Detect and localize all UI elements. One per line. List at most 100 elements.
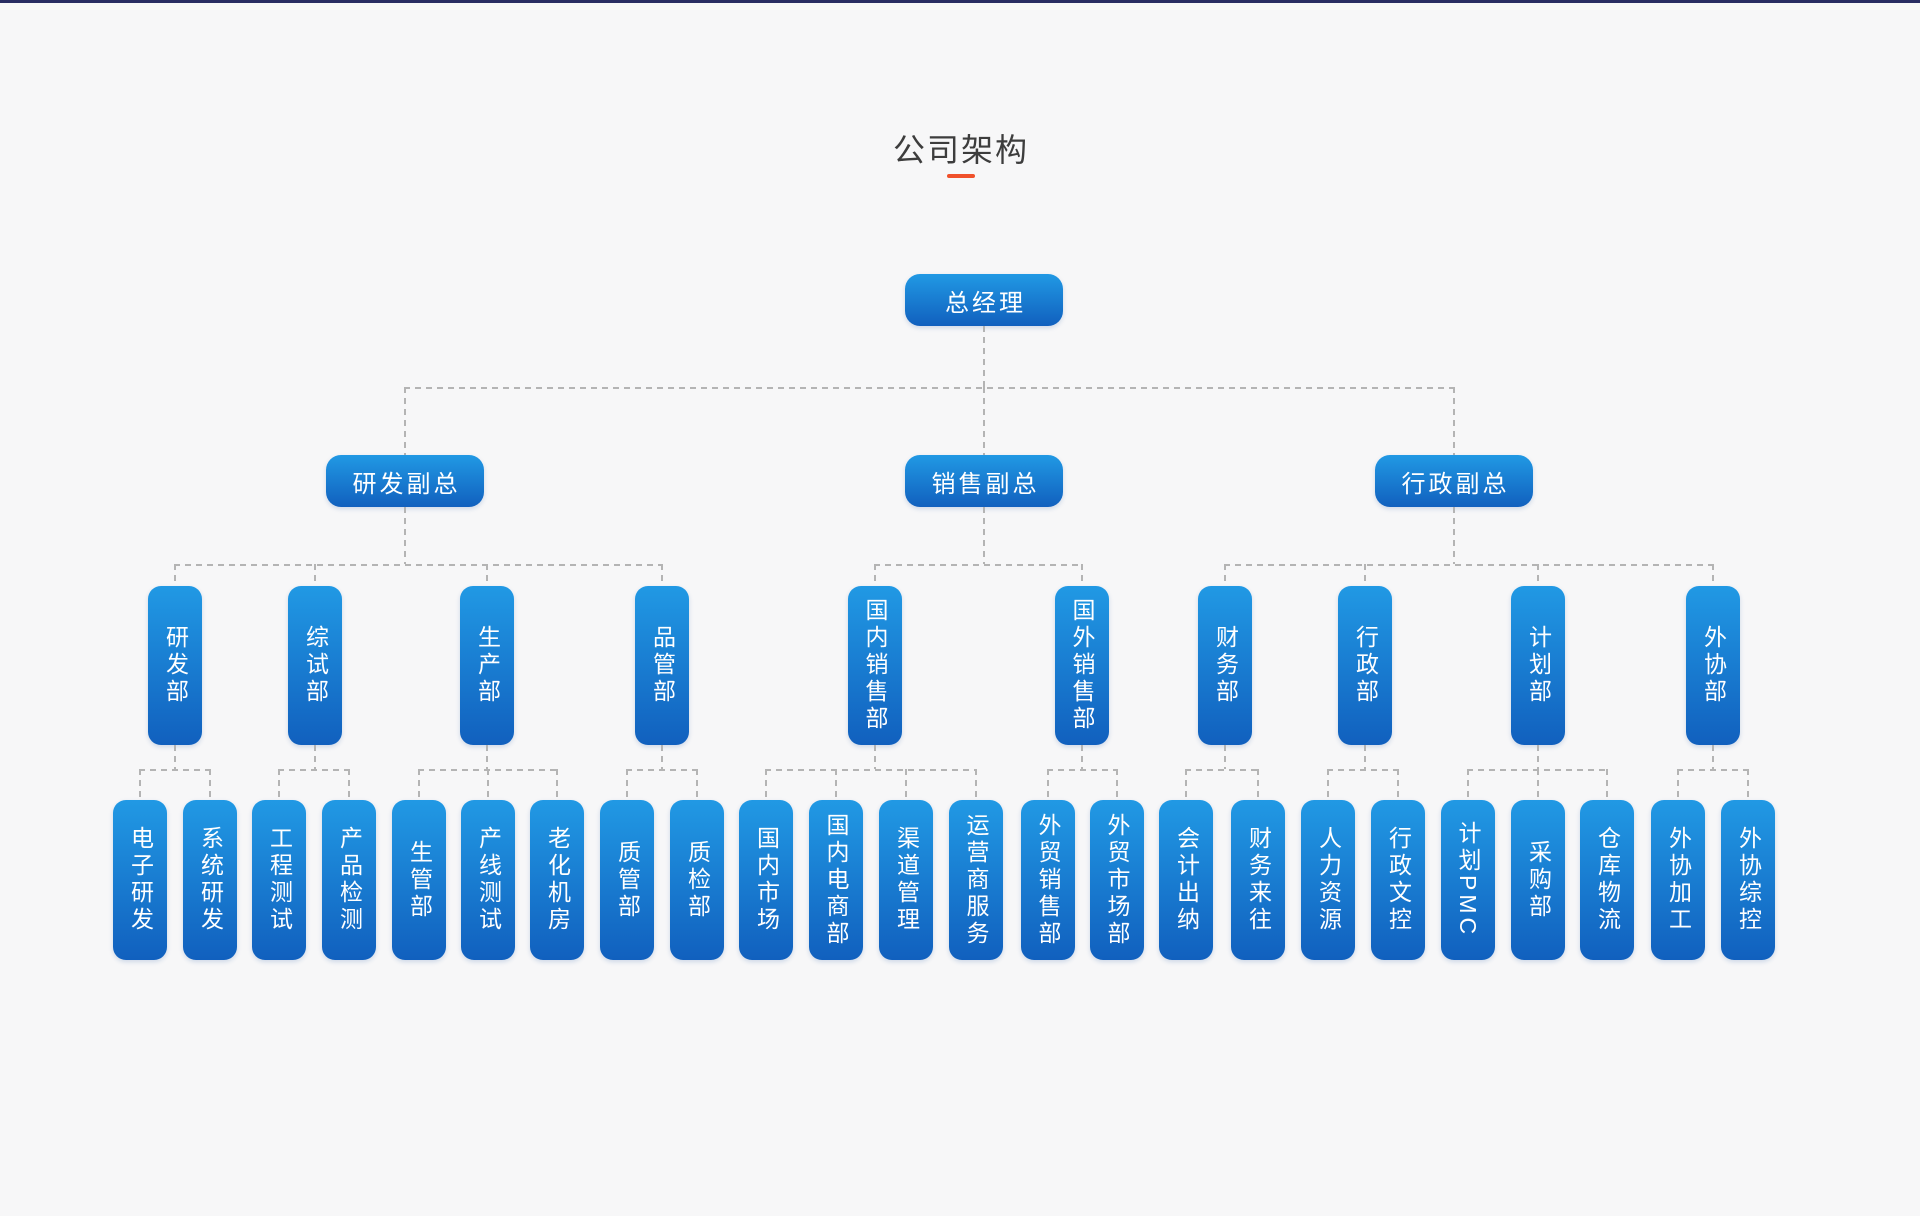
org-node-l4-1: 质检部 <box>670 800 724 960</box>
org-node-l4-2: 仓库物流 <box>1580 800 1634 960</box>
org-node-l4-0: 生管部 <box>392 800 446 960</box>
connector-line <box>1712 745 1714 769</box>
connector-line <box>1185 769 1187 800</box>
connector-line <box>1224 564 1714 566</box>
connector-line <box>1185 769 1259 771</box>
org-node-l4-1: 产品检测 <box>322 800 376 960</box>
connector-line <box>983 387 985 455</box>
connector-line <box>314 564 316 586</box>
connector-line <box>1224 745 1226 769</box>
connector-line <box>174 564 663 566</box>
connector-line <box>209 769 211 800</box>
connector-line <box>278 769 280 800</box>
connector-line <box>1081 745 1083 769</box>
connector-line <box>765 769 767 800</box>
connector-line <box>1537 564 1539 586</box>
connector-line <box>486 745 488 769</box>
org-node-l4-0: 计划PMC <box>1441 800 1495 960</box>
connector-line <box>314 745 316 769</box>
connector-line <box>404 507 406 564</box>
connector-line <box>1453 387 1455 455</box>
connector-line <box>174 564 176 586</box>
connector-line <box>418 769 420 800</box>
connector-line <box>983 326 985 387</box>
connector-line <box>1257 769 1259 800</box>
connector-line <box>905 769 907 800</box>
connector-line <box>1327 769 1329 800</box>
connector-line <box>404 387 1455 389</box>
connector-line <box>1712 564 1714 586</box>
org-node-l3-1: 国外销售部 <box>1055 586 1109 745</box>
connector-line <box>1081 564 1083 586</box>
connector-line <box>661 564 663 586</box>
org-node-l4-2: 渠道管理 <box>879 800 933 960</box>
connector-line <box>1116 769 1118 800</box>
org-node-l4-0: 质管部 <box>600 800 654 960</box>
org-node-l4-2: 老化机房 <box>530 800 584 960</box>
top-border <box>0 0 1920 3</box>
connector-line <box>1397 769 1399 800</box>
page-title: 公司架构 <box>892 132 1030 168</box>
org-node-l4-0: 国内市场 <box>739 800 793 960</box>
org-node-l3-2: 生产部 <box>460 586 514 745</box>
connector-line <box>626 769 628 800</box>
org-node-l3-1: 行政部 <box>1338 586 1392 745</box>
org-node-l3-1: 综试部 <box>288 586 342 745</box>
connector-line <box>1364 564 1366 586</box>
connector-line <box>404 387 406 455</box>
connector-line <box>1047 769 1118 771</box>
org-node-l2-1: 销售副总 <box>905 455 1063 507</box>
connector-line <box>874 745 876 769</box>
connector-line <box>174 745 176 769</box>
org-node-l3-0: 研发部 <box>148 586 202 745</box>
connector-line <box>1047 769 1049 800</box>
connector-line <box>1537 769 1539 800</box>
org-node-l4-0: 外协加工 <box>1651 800 1705 960</box>
connector-line <box>1677 769 1749 771</box>
org-node-l4-0: 人力资源 <box>1301 800 1355 960</box>
org-node-l4-1: 财务来往 <box>1231 800 1285 960</box>
org-node-l4-1: 行政文控 <box>1371 800 1425 960</box>
org-node-l4-1: 国内电商部 <box>809 800 863 960</box>
org-node-l4-1: 产线测试 <box>461 800 515 960</box>
org-node-l4-0: 工程测试 <box>252 800 306 960</box>
connector-line <box>486 564 488 586</box>
connector-line <box>487 769 489 800</box>
org-node-l4-0: 会计出纳 <box>1159 800 1213 960</box>
connector-line <box>983 507 985 564</box>
title-underline <box>947 174 975 178</box>
connector-line <box>1606 769 1608 800</box>
org-node-l2-2: 行政副总 <box>1375 455 1533 507</box>
connector-line <box>139 769 141 800</box>
org-node-l4-3: 运营商服务 <box>949 800 1003 960</box>
org-node-l3-2: 计划部 <box>1511 586 1565 745</box>
connector-line <box>1364 745 1366 769</box>
connector-line <box>661 745 663 769</box>
connector-line <box>874 564 1083 566</box>
connector-line <box>835 769 837 800</box>
connector-line <box>975 769 977 800</box>
connector-line <box>1453 507 1455 564</box>
org-node-l4-1: 外协综控 <box>1721 800 1775 960</box>
org-node-l3-0: 国内销售部 <box>848 586 902 745</box>
org-node-l4-1: 采购部 <box>1511 800 1565 960</box>
connector-line <box>765 769 977 771</box>
connector-line <box>1327 769 1399 771</box>
connector-line <box>696 769 698 800</box>
org-node-l3-3: 外协部 <box>1686 586 1740 745</box>
org-node-l2-0: 研发副总 <box>326 455 484 507</box>
connector-line <box>1467 769 1469 800</box>
org-node-l3-0: 财务部 <box>1198 586 1252 745</box>
connector-line <box>139 769 211 771</box>
connector-line <box>1677 769 1679 800</box>
org-node-l4-0: 外贸销售部 <box>1021 800 1075 960</box>
connector-line <box>1747 769 1749 800</box>
connector-line <box>874 564 876 586</box>
connector-line <box>348 769 350 800</box>
org-node-l3-3: 品管部 <box>635 586 689 745</box>
connector-line <box>626 769 698 771</box>
org-node-l4-1: 系统研发 <box>183 800 237 960</box>
org-node-l4-0: 电子研发 <box>113 800 167 960</box>
connector-line <box>1537 745 1539 769</box>
